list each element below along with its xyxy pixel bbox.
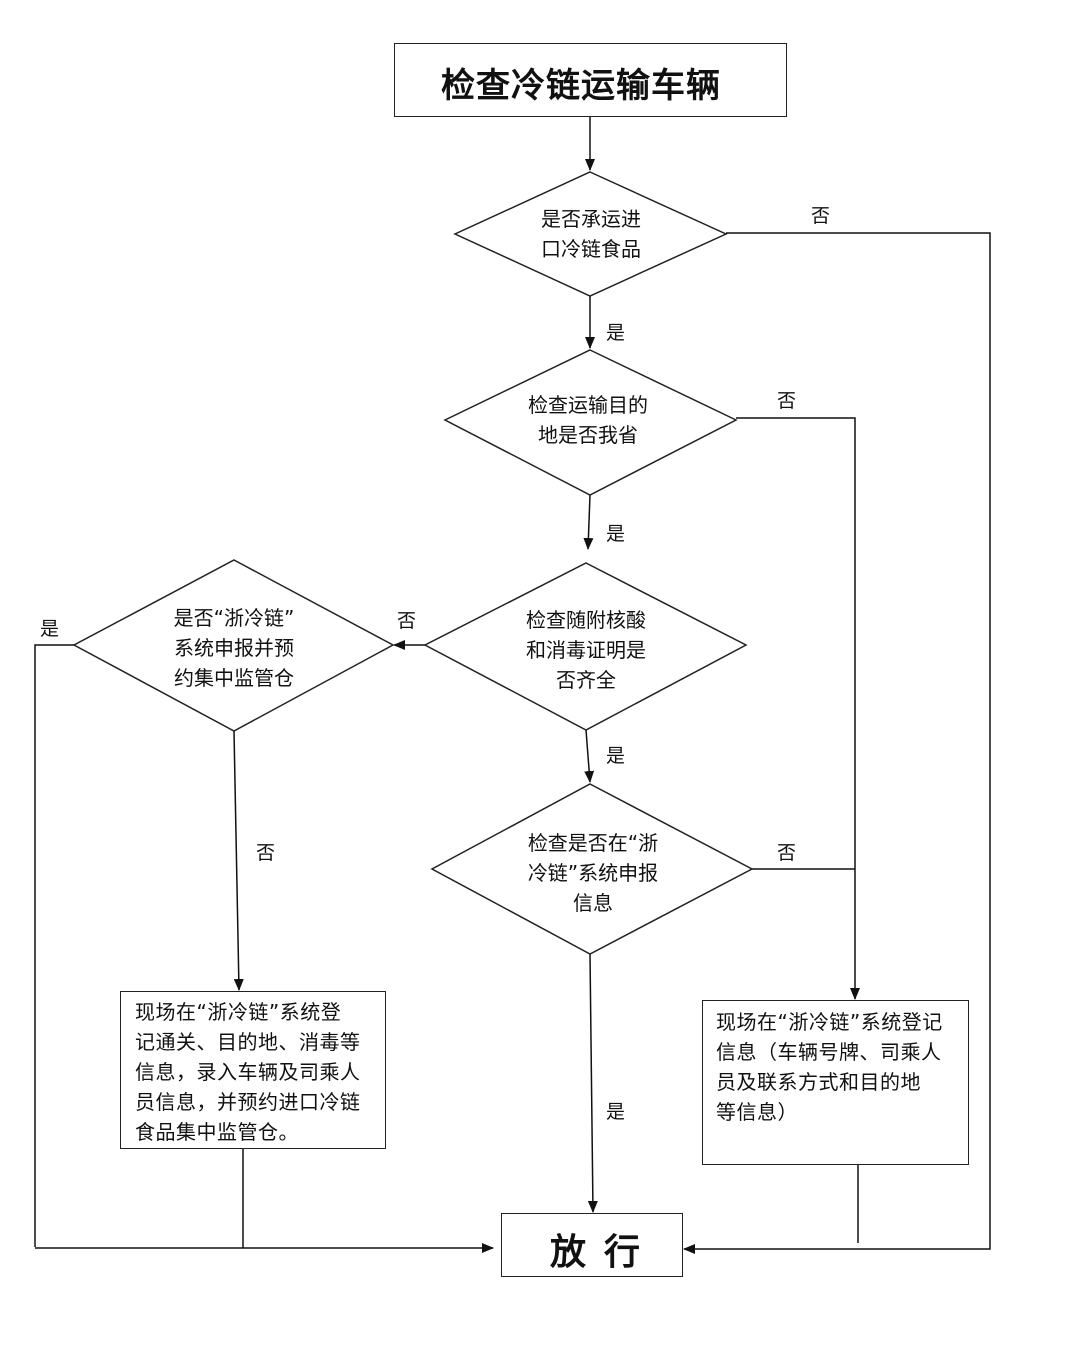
start-label: 检查冷链运输车辆 bbox=[441, 66, 721, 106]
release-label: 放行 bbox=[550, 1232, 659, 1273]
decision-line: 系统申报并预 bbox=[173, 636, 294, 660]
decision-line: 口冷链食品 bbox=[541, 237, 641, 261]
decision-text-certificates: 检查随附核酸 和消毒证明是 否齐全 bbox=[526, 605, 646, 695]
decision-text-destination: 检查运输目的 地是否我省 bbox=[528, 390, 648, 450]
process-line: 现场在“浙冷链”系统登记 bbox=[716, 1010, 943, 1034]
connector-d4-to-release bbox=[587, 953, 598, 1213]
edge-label-d3-yes: 是 bbox=[606, 745, 626, 767]
decision-line: 信息 bbox=[573, 891, 613, 915]
connector-d5-no bbox=[233, 730, 244, 991]
decision-line: 地是否我省 bbox=[538, 423, 638, 447]
edge-label-d5-no: 否 bbox=[256, 842, 276, 864]
decision-line: 是否承运进 bbox=[541, 207, 641, 231]
decision-line: 否齐全 bbox=[556, 668, 616, 692]
decision-text-reservation: 是否“浙冷链” 系统申报并预 约集中监管仓 bbox=[174, 603, 295, 693]
edge-label-d3-no: 否 bbox=[397, 610, 417, 632]
process-line: 信息（车辆号牌、司乘人 bbox=[716, 1040, 942, 1064]
decision-line: 是否“浙冷链” bbox=[173, 606, 295, 630]
connector-d3-to-d4 bbox=[584, 729, 595, 783]
edge-label-d4-no: 否 bbox=[777, 842, 797, 864]
process-line: 现场在“浙冷链”系统登 bbox=[135, 1000, 342, 1024]
decision-text-declared: 检查是否在“浙 冷链”系统申报 信息 bbox=[528, 828, 658, 918]
edge-label-d2-no: 否 bbox=[777, 390, 797, 412]
process-line: 员信息，并预约进口冷链 bbox=[135, 1090, 361, 1114]
process-line: 食品集中监管仓。 bbox=[135, 1120, 299, 1144]
decision-line: 约集中监管仓 bbox=[173, 666, 294, 690]
connector-d5-yes bbox=[34, 644, 74, 1247]
process-line: 记通关、目的地、消毒等 bbox=[135, 1030, 361, 1054]
process-line: 等信息） bbox=[716, 1100, 798, 1124]
process-line: 员及联系方式和目的地 bbox=[716, 1070, 921, 1094]
connector-d2-to-d3 bbox=[583, 494, 594, 550]
start-box: 检查冷链运输车辆 bbox=[394, 43, 787, 117]
process-box-register-reserve: 现场在“浙冷链”系统登 记通关、目的地、消毒等 信息，录入车辆及司乘人 员信息，… bbox=[120, 991, 386, 1149]
edge-label-d2-yes: 是 bbox=[606, 523, 626, 545]
release-box: 放行 bbox=[501, 1213, 683, 1277]
edge-label-d1-yes: 是 bbox=[606, 322, 626, 344]
process-text-register-info: 现场在“浙冷链”系统登记 信息（车辆号牌、司乘人 员及联系方式和目的地 等信息） bbox=[716, 1007, 943, 1127]
connector-d1-no bbox=[683, 232, 991, 1254]
edge-label-d4-yes: 是 bbox=[606, 1101, 626, 1123]
edge-label-d1-no: 否 bbox=[811, 205, 831, 227]
decision-line: 检查随附核酸 bbox=[526, 608, 646, 632]
process-line: 信息，录入车辆及司乘人 bbox=[135, 1060, 361, 1084]
decision-text-cold-chain: 是否承运进 口冷链食品 bbox=[541, 204, 641, 264]
connector-d2-no bbox=[736, 417, 860, 1000]
decision-line: 检查是否在“浙 bbox=[527, 831, 659, 855]
decision-line: 检查运输目的 bbox=[528, 393, 648, 417]
decision-line: 冷链”系统申报 bbox=[527, 861, 659, 885]
decision-line: 和消毒证明是 bbox=[526, 638, 646, 662]
process-text-register-reserve: 现场在“浙冷链”系统登 记通关、目的地、消毒等 信息，录入车辆及司乘人 员信息，… bbox=[135, 997, 361, 1147]
process-box-register-info: 现场在“浙冷链”系统登记 信息（车辆号牌、司乘人 员及联系方式和目的地 等信息） bbox=[702, 1000, 969, 1165]
edge-label-d5-yes: 是 bbox=[40, 618, 60, 640]
